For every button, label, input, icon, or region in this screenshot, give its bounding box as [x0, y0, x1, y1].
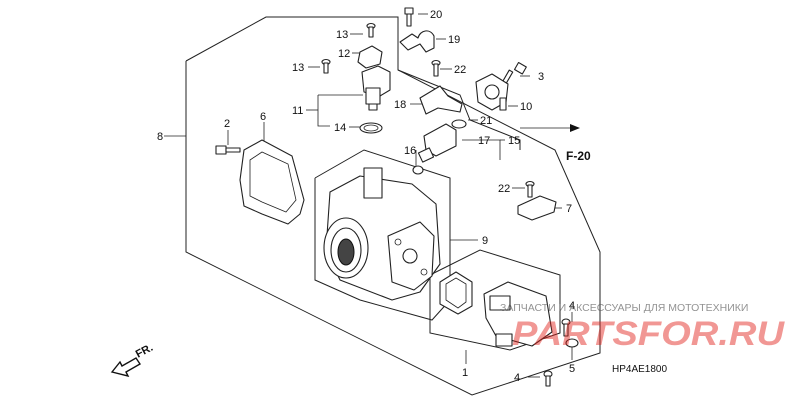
regulator-10	[475, 73, 509, 111]
oring-14	[359, 122, 383, 134]
callout-15: 15	[508, 135, 520, 147]
callout-16: 16	[404, 145, 416, 157]
diagram-code: HP4AE1800	[612, 364, 667, 375]
screw-22-top	[431, 59, 441, 77]
sensor-11	[361, 65, 391, 111]
callout-9: 9	[482, 235, 488, 247]
bolt-20	[404, 7, 414, 27]
watermark-brand: PARTSFOR.RU	[512, 315, 786, 353]
cover-6	[239, 139, 305, 225]
screw-4-lower	[543, 370, 553, 387]
throttle-body-9	[323, 167, 441, 301]
callout-22-right: 22	[498, 183, 510, 195]
throttle-body-frame	[314, 149, 451, 321]
front-direction-label: FR.	[134, 342, 155, 361]
callout-10: 10	[520, 101, 532, 113]
callout-17: 17	[478, 135, 490, 147]
sensor-unit-1	[483, 281, 553, 347]
plate-7	[517, 195, 557, 221]
sensor-frame	[429, 249, 561, 351]
callout-20: 20	[430, 9, 442, 21]
washer-5	[565, 338, 579, 348]
callout-8: 8	[157, 131, 163, 143]
screw-13-top	[366, 22, 376, 38]
assembly-frame	[185, 16, 601, 396]
callout-4-upper: 4	[569, 300, 575, 312]
callout-11: 11	[292, 105, 303, 117]
callout-2: 2	[224, 118, 230, 130]
callout-6: 6	[260, 111, 266, 123]
seal-16	[412, 165, 424, 175]
callout-7: 7	[566, 203, 572, 215]
oring-21	[451, 119, 467, 129]
screw-4-upper	[561, 318, 571, 337]
callout-3: 3	[538, 71, 544, 83]
callout-22-top: 22	[454, 64, 466, 76]
front-direction-indicator: FR.	[110, 342, 155, 378]
clamp-19	[399, 30, 435, 53]
clip-12	[357, 45, 383, 69]
callout-13-left: 13	[292, 62, 304, 74]
callout-5: 5	[569, 363, 575, 375]
watermark-tagline: ЗАПЧАСТИ И АКСЕССУАРЫ ДЛЯ МОТОТЕХНИКИ	[500, 302, 748, 314]
screw-13-left	[321, 58, 331, 74]
front-arrow-icon	[110, 357, 141, 378]
callout-13-top: 13	[336, 29, 348, 41]
callout-12: 12	[338, 48, 350, 60]
callout-4-lower: 4	[514, 372, 520, 384]
bolt-2	[215, 145, 241, 155]
screw-22-right	[525, 180, 535, 198]
bracket-18	[419, 85, 463, 115]
callout-1: 1	[462, 367, 468, 379]
injector-17	[417, 123, 457, 163]
f20-arrow-icon	[570, 124, 580, 132]
callout-14: 14	[334, 122, 346, 134]
callout-21: 21	[480, 115, 492, 127]
callout-19: 19	[448, 34, 460, 46]
reference-label: F-20	[566, 149, 591, 163]
callout-18: 18	[394, 99, 406, 111]
watermark: ЗАПЧАСТИ И АКСЕССУАРЫ ДЛЯ МОТОТЕХНИКИ PA…	[500, 302, 786, 353]
